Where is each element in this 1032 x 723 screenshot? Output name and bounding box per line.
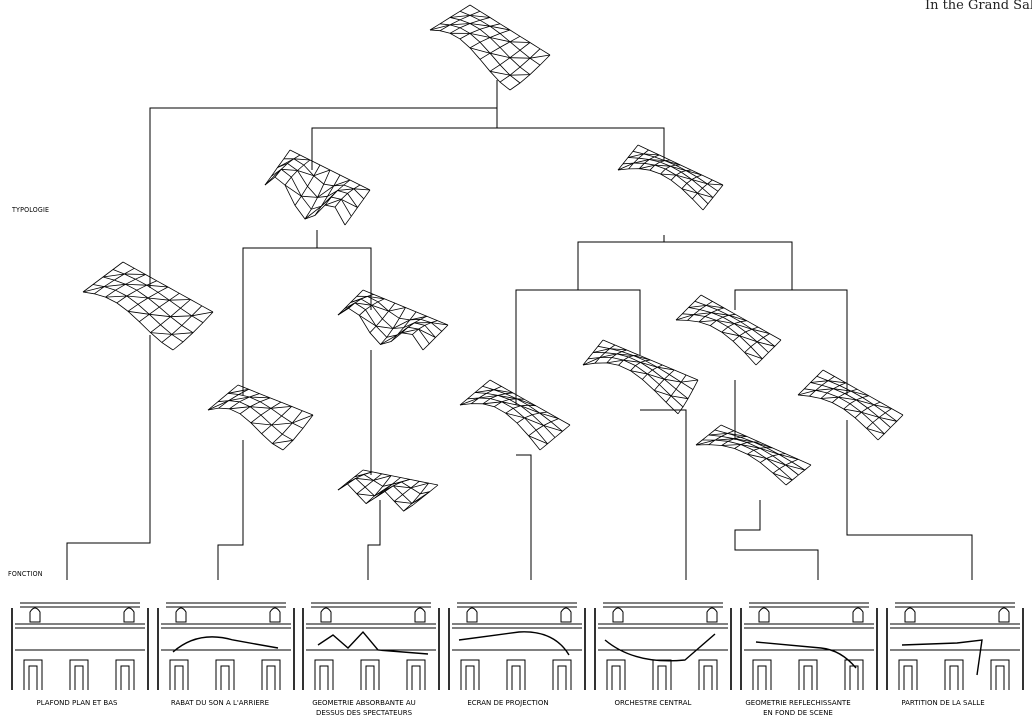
mesh-surfaces xyxy=(82,4,904,512)
tree-connector xyxy=(317,247,372,310)
corner-caption: In the Grand Sal xyxy=(924,0,1032,13)
mesh-partition xyxy=(797,369,904,441)
tree-connector xyxy=(516,454,532,580)
mesh-orchestra xyxy=(582,339,699,415)
tree-connector xyxy=(311,108,498,170)
mesh-reflect-a xyxy=(675,294,782,366)
mesh-absorb-b xyxy=(337,469,439,512)
tree-connector xyxy=(66,335,151,580)
tree-connector xyxy=(242,230,318,395)
mesh-reflect-b xyxy=(695,424,812,486)
section-central-orchestra xyxy=(594,602,732,690)
typology-label: TYPOLOGIE xyxy=(12,206,50,214)
tree-connector xyxy=(367,500,381,580)
section-flat-ceiling xyxy=(11,602,149,690)
section-absorbing xyxy=(302,602,440,690)
tree-connector xyxy=(792,289,848,395)
tree-connector xyxy=(578,241,793,290)
section-back-reflector xyxy=(740,602,878,690)
tree-connector xyxy=(149,80,498,288)
tree-connector xyxy=(846,420,973,580)
tree-connector xyxy=(734,500,819,580)
caption-6: PARTITION DE LA SALLE xyxy=(901,699,985,707)
tree-connector xyxy=(515,289,578,405)
tree-connector xyxy=(734,289,792,310)
mesh-branch-a xyxy=(264,149,371,226)
caption-4: ORCHESTRE CENTRAL xyxy=(614,699,692,707)
caption-3: ECRAN DE PROJECTION xyxy=(467,699,549,707)
section-rear-reflector xyxy=(157,602,295,690)
tree-connector xyxy=(577,235,665,290)
tree-connector xyxy=(217,440,244,580)
caption-0: PLAFOND PLAN ET BAS xyxy=(36,699,118,707)
mesh-absorb-a xyxy=(337,289,449,351)
mesh-branch-b xyxy=(617,144,724,211)
section-projection-screen xyxy=(448,602,586,690)
mesh-rabat xyxy=(207,384,314,451)
tree-connector xyxy=(497,127,665,160)
mesh-screen xyxy=(459,379,571,451)
section-panels xyxy=(11,602,1024,690)
mesh-root xyxy=(429,4,551,91)
tree-lines xyxy=(66,80,973,580)
tree-connector xyxy=(578,289,641,355)
mesh-flat-low xyxy=(82,261,214,351)
function-label: FONCTION xyxy=(8,570,43,578)
caption-1: RABAT DU SON A L'ARRIERE xyxy=(170,699,270,707)
section-hall-partition xyxy=(886,602,1024,690)
tree-connector xyxy=(640,409,687,580)
